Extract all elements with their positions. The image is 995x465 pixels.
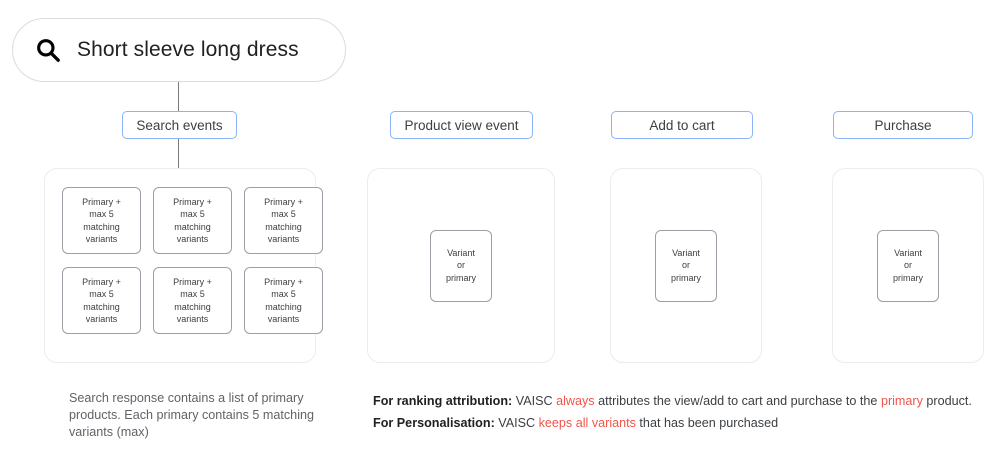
- primary-card-grid: Primary + max 5 matching variants Primar…: [62, 187, 323, 334]
- note-text: VAISC: [512, 394, 557, 408]
- note-row-ranking-attribution: For ranking attribution: VAISC always at…: [373, 390, 988, 412]
- stage-pill-purchase[interactable]: Purchase: [833, 111, 973, 139]
- stage-pill-product-view-event[interactable]: Product view event: [390, 111, 533, 139]
- note-text: VAISC: [494, 416, 539, 430]
- variant-card-label: Variant or primary: [892, 247, 923, 283]
- variant-card: Variant or primary: [655, 229, 717, 302]
- product-view-panel: Variant or primary: [367, 168, 555, 363]
- variant-card: Variant or primary: [877, 229, 939, 302]
- stage-pill-search-events[interactable]: Search events: [122, 111, 237, 139]
- search-response-caption: Search response contains a list of prima…: [69, 391, 314, 439]
- stage-pill-label: Search events: [136, 117, 223, 133]
- primary-card-label: Primary + max 5 matching variants: [264, 196, 303, 245]
- primary-card-label: Primary + max 5 matching variants: [173, 276, 212, 325]
- stage-pill-label: Add to cart: [649, 117, 715, 133]
- stage-pill-label: Product view event: [404, 117, 519, 133]
- primary-card-label: Primary + max 5 matching variants: [173, 196, 212, 245]
- search-bar[interactable]: Short sleeve long dress: [12, 18, 346, 82]
- variant-card-label: Variant or primary: [670, 247, 701, 283]
- primary-card: Primary + max 5 matching variants: [153, 187, 232, 254]
- note-text: attributes the view/add to cart and purc…: [594, 394, 881, 408]
- primary-card: Primary + max 5 matching variants: [153, 267, 232, 334]
- primary-card: Primary + max 5 matching variants: [62, 267, 141, 334]
- note-text: that has been purchased: [635, 416, 779, 430]
- variant-card-label: Variant or primary: [445, 247, 476, 283]
- note-lead-label: For Personalisation:: [373, 416, 495, 430]
- variant-card: Variant or primary: [430, 229, 492, 302]
- note-row-personalisation: For Personalisation: VAISC keeps all var…: [373, 412, 988, 434]
- note-lead-label: For ranking attribution:: [373, 394, 513, 408]
- primary-card-label: Primary + max 5 matching variants: [82, 196, 121, 245]
- search-query-text: Short sleeve long dress: [77, 38, 299, 61]
- add-to-cart-panel: Variant or primary: [610, 168, 762, 363]
- primary-card: Primary + max 5 matching variants: [244, 267, 323, 334]
- note-highlight-text: always: [556, 394, 595, 408]
- search-icon: [37, 39, 60, 62]
- primary-card-label: Primary + max 5 matching variants: [264, 276, 303, 325]
- search-results-panel: Primary + max 5 matching variants Primar…: [44, 168, 323, 363]
- connector-line-top: [178, 82, 180, 113]
- stage-pill-add-to-cart[interactable]: Add to cart: [611, 111, 753, 139]
- stage-pill-label: Purchase: [874, 117, 932, 133]
- connector-line-bottom: [178, 139, 180, 169]
- note-highlight-text: keeps all variants: [538, 416, 636, 430]
- primary-card: Primary + max 5 matching variants: [244, 187, 323, 254]
- primary-card: Primary + max 5 matching variants: [62, 187, 141, 254]
- note-highlight-text: primary: [880, 394, 923, 408]
- purchase-panel: Variant or primary: [832, 168, 984, 363]
- note-text: product.: [922, 394, 972, 408]
- primary-card-label: Primary + max 5 matching variants: [82, 276, 121, 325]
- attribution-notes: For ranking attribution: VAISC always at…: [373, 390, 988, 434]
